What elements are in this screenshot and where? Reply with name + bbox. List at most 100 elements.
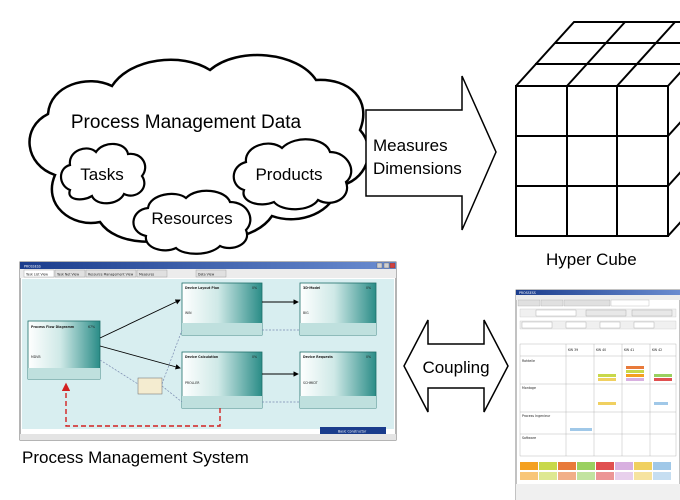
svg-text:KW 40: KW 40: [596, 348, 606, 352]
pms-tabs: Task List View Task Net View Resource Ma…: [23, 269, 227, 278]
analysis-tab-2[interactable]: [563, 299, 611, 307]
svg-text:Resource Management View: Resource Management View: [88, 273, 134, 277]
resources-bubble: Resources: [132, 189, 252, 255]
analysis-filter-1[interactable]: [521, 321, 553, 329]
svg-text:PROLLER: PROLLER: [185, 381, 200, 385]
legend-swatch: [615, 462, 633, 470]
legend-swatch: [615, 472, 633, 480]
pms-title-bar: [20, 262, 396, 269]
analysis-window: PROSSESS KW 39: [515, 289, 680, 500]
svg-text:0%: 0%: [366, 355, 371, 359]
measures-dimensions-arrow: Measures Dimensions: [365, 75, 497, 231]
legend-swatch: [634, 472, 652, 480]
svg-text:0%: 0%: [366, 286, 371, 290]
svg-text:Device Requests: Device Requests: [303, 355, 333, 359]
pms-min-icon[interactable]: [376, 262, 383, 269]
svg-text:0%: 0%: [252, 355, 257, 359]
analysis-bars: [570, 366, 672, 431]
analysis-filter-3[interactable]: [599, 321, 621, 329]
pms-tab-data-view[interactable]: [195, 269, 227, 278]
coupling-arrow: Coupling: [403, 319, 509, 413]
node-device-layout-plan[interactable]: Device Layout Plan 0% WIN: [181, 282, 263, 336]
analysis-row-headers: Rohteile Montage Process Ingenieur Softw…: [522, 359, 551, 440]
svg-text:Process Flow Diagramm: Process Flow Diagramm: [31, 325, 75, 329]
analysis-tab-1[interactable]: [540, 299, 564, 307]
analysis-grid: [519, 343, 677, 457]
node-device-calculation[interactable]: Device Calculation 0% PROLLER: [181, 351, 263, 409]
tasks-label: Tasks: [80, 165, 123, 184]
analysis-button-1[interactable]: [585, 309, 627, 317]
svg-text:Rohteile: Rohteile: [522, 359, 535, 363]
svg-text:SCHMIDT: SCHMIDT: [303, 381, 318, 385]
legend-swatch: [596, 462, 614, 470]
legend-swatch: [653, 462, 671, 470]
pms-tab-resource-mgmt[interactable]: [85, 269, 137, 278]
pms-dashed-connectors: [99, 329, 300, 403]
svg-text:Task List View: Task List View: [25, 273, 48, 277]
legend-swatch: [558, 472, 576, 480]
pms-tab-task-list[interactable]: [23, 269, 55, 278]
svg-text:Data View: Data View: [198, 273, 215, 277]
svg-text:Process Ingenieur: Process Ingenieur: [522, 414, 551, 418]
resources-label: Resources: [151, 209, 232, 228]
legend-swatch: [577, 462, 595, 470]
measures-text: Measures: [373, 136, 448, 155]
node-document[interactable]: [137, 377, 163, 395]
legend-swatch: [577, 472, 595, 480]
hyper-cube: [515, 21, 680, 237]
dimensions-text: Dimensions: [373, 159, 462, 178]
analysis-window-title: PROSSESS: [519, 291, 536, 295]
coupling-text: Coupling: [422, 358, 489, 377]
legend-swatch: [520, 472, 538, 480]
svg-text:Device Layout Plan: Device Layout Plan: [185, 286, 220, 290]
process-management-window: PROSSESS Task List View Task Net View Re…: [19, 261, 397, 441]
pms-tab-task-net[interactable]: [54, 269, 86, 278]
cloud-title: Process Management Data: [71, 112, 302, 133]
hyper-cube-label: Hyper Cube: [546, 250, 637, 269]
svg-text:Software: Software: [522, 436, 536, 440]
svg-text:3D-Model: 3D-Model: [303, 286, 320, 290]
pms-status-text: Basic Constructor: [338, 430, 367, 434]
svg-text:MDVB: MDVB: [31, 355, 41, 359]
node-device-requests[interactable]: Device Requests 0% SCHMIDT: [299, 351, 377, 409]
svg-text:KW 39: KW 39: [568, 348, 578, 352]
svg-text:BIG: BIG: [303, 311, 309, 315]
pms-connectors: [99, 299, 299, 377]
svg-text:Measures: Measures: [139, 273, 155, 277]
svg-text:Device Calculation: Device Calculation: [185, 355, 219, 359]
analysis-button-2[interactable]: [631, 309, 673, 317]
pms-max-icon[interactable]: [383, 262, 390, 269]
legend-swatch: [558, 462, 576, 470]
legend-swatch: [634, 462, 652, 470]
node-3d-model[interactable]: 3D-Model 0% BIG: [299, 282, 377, 336]
svg-text:Montage: Montage: [522, 386, 536, 390]
analysis-title-bar: [516, 290, 680, 295]
svg-text:Task Net View: Task Net View: [56, 273, 79, 277]
analysis-tabs: [517, 299, 650, 307]
analysis-legend: [520, 462, 671, 480]
legend-swatch: [539, 472, 557, 480]
pms-status-box: [320, 427, 386, 434]
analysis-select-1[interactable]: [535, 309, 577, 317]
legend-swatch: [520, 462, 538, 470]
pms-feedback-loop: [61, 382, 221, 427]
analysis-filter-4[interactable]: [633, 321, 655, 329]
analysis-filter-2[interactable]: [565, 321, 587, 329]
legend-swatch: [653, 472, 671, 480]
svg-text:0%: 0%: [252, 286, 257, 290]
pms-tab-measures[interactable]: [136, 269, 168, 278]
svg-text:KW 42: KW 42: [652, 348, 662, 352]
pms-label: Process Management System: [22, 448, 249, 467]
analysis-tab-3[interactable]: [610, 299, 650, 307]
pms-close-icon[interactable]: [389, 262, 396, 269]
svg-text:KW 41: KW 41: [624, 348, 634, 352]
products-bubble: Products: [232, 138, 353, 211]
legend-swatch: [596, 472, 614, 480]
products-label: Products: [255, 165, 322, 184]
node-process-flow[interactable]: Process Flow Diagramm 67% MDVB: [27, 320, 101, 380]
analysis-tab-0[interactable]: [517, 299, 541, 307]
pms-window-title: PROSSESS: [24, 265, 41, 269]
svg-text:WIN: WIN: [185, 311, 192, 315]
svg-text:67%: 67%: [88, 325, 95, 329]
tasks-bubble: Tasks: [59, 142, 147, 205]
